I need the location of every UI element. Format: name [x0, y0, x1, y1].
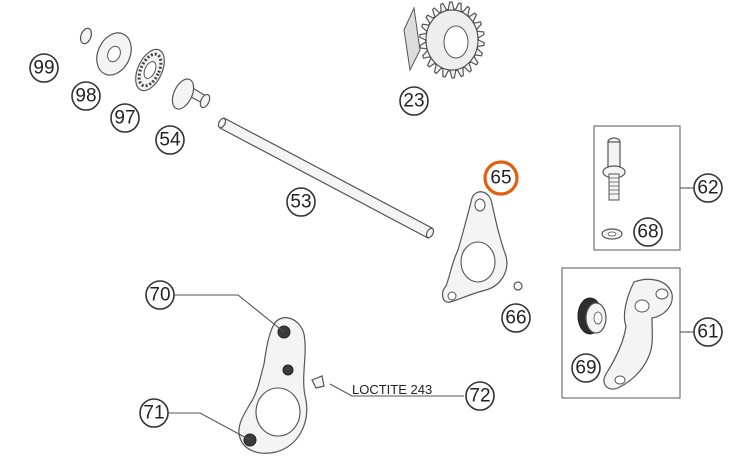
part-97-needle-bearing [135, 48, 165, 92]
part-98-washer [96, 32, 132, 76]
svg-text:99: 99 [33, 58, 54, 79]
callout-53: 53 [286, 187, 316, 217]
callout-97: 97 [110, 103, 140, 133]
callout-69: 69 [571, 353, 601, 383]
svg-text:53: 53 [290, 192, 311, 213]
part-99-circlip [79, 27, 93, 45]
svg-text:70: 70 [149, 285, 170, 306]
svg-text:68: 68 [637, 222, 658, 243]
svg-text:97: 97 [114, 108, 135, 129]
svg-text:69: 69 [575, 358, 596, 379]
part-61-lever [603, 278, 673, 390]
part-23-gear [403, 1, 485, 79]
part-62-group-box [593, 125, 694, 251]
part-62-stud-bolt [602, 137, 626, 201]
svg-text:54: 54 [159, 130, 181, 151]
callout-68: 68 [633, 217, 663, 247]
part-69-roller [577, 297, 607, 335]
callout-70: 70 [145, 280, 175, 310]
svg-text:71: 71 [143, 403, 164, 424]
callout-71: 71 [139, 398, 169, 428]
callout-99: 99 [29, 53, 59, 83]
part-72-pin [311, 375, 325, 389]
svg-text:65: 65 [490, 168, 511, 189]
callout-23: 23 [399, 86, 429, 116]
loctite-note: LOCTITE 243 [352, 382, 432, 397]
part-65-bracket [441, 191, 508, 303]
part-66-ball [513, 281, 523, 291]
svg-text:62: 62 [697, 178, 718, 199]
leader-lines [166, 294, 464, 441]
part-53-shaft [217, 117, 435, 239]
callout-72: 72 [465, 381, 495, 411]
svg-text:61: 61 [697, 322, 718, 343]
svg-text:98: 98 [75, 86, 96, 107]
part-54-bushing [171, 78, 211, 110]
callout-65-highlighted[interactable]: 65 [483, 160, 519, 196]
part-70-plate [238, 317, 308, 454]
callout-61: 61 [693, 317, 723, 347]
part-61-group-box [561, 267, 694, 399]
svg-text:66: 66 [505, 308, 526, 329]
callout-66: 66 [501, 303, 531, 333]
callout-62: 62 [693, 173, 723, 203]
callout-54: 54 [155, 125, 185, 155]
svg-text:23: 23 [403, 91, 424, 112]
part-68-washer [601, 228, 623, 240]
svg-text:72: 72 [469, 386, 490, 407]
callout-98: 98 [71, 81, 101, 111]
